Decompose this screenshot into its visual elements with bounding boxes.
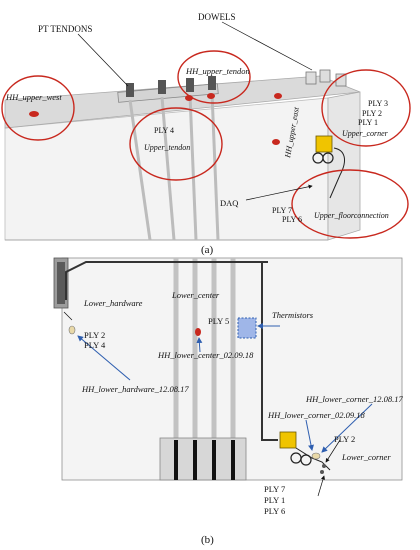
- daq-box: [315, 135, 333, 153]
- label-hh-upper-tendon: HH_upper_tendon: [185, 66, 250, 76]
- blue-arrows: [77, 323, 373, 453]
- label-ply4-a: PLY 4: [154, 126, 174, 135]
- label-hh-lower-hardware: HH_lower_hardware_12.08.17: [81, 384, 189, 394]
- sensor-markers-b: [68, 325, 326, 474]
- label-ply7-b: PLY 7: [264, 484, 285, 494]
- label-lower-hardware: Lower_hardware: [83, 298, 143, 308]
- label-hh-lower-corner-1208: HH_lower_corner_12.08.17: [305, 394, 404, 404]
- label-upper-corner: Upper_corner: [342, 129, 389, 138]
- label-ply3-a: PLY 3: [368, 99, 388, 108]
- dowels: [305, 69, 347, 87]
- tendons-b: [173, 258, 236, 470]
- label-daq: DAQ: [220, 198, 238, 208]
- label-ply2-right: PLY 2: [334, 434, 355, 444]
- label-dowels: DOWELS: [198, 12, 236, 22]
- label-hh-upper-west: HH_upper_west: [5, 92, 62, 102]
- sensor-cable: [65, 261, 278, 441]
- label-upper-floorconnection: Upper_floorconnection: [314, 211, 389, 220]
- tendons: [128, 92, 220, 241]
- label-lower-corner: Lower_corner: [341, 452, 391, 462]
- label-ply1-a: PLY 1: [358, 118, 378, 127]
- tendon-anchors: [126, 76, 216, 97]
- caption-a: (a): [201, 244, 214, 256]
- caption-b: (b): [201, 534, 214, 546]
- label-ply6-a: PLY 6: [282, 215, 302, 224]
- label-hh-lower-corner-0209: HH_lower_corner_02.09.18: [267, 410, 366, 420]
- panel-b: Lower_hardware Lower_center PLY 5 Thermi…: [53, 257, 404, 546]
- annotation-circles-a: [1, 50, 411, 239]
- thermistors-box: [237, 317, 257, 339]
- label-ply4-left: PLY 4: [84, 340, 106, 350]
- label-ply5: PLY 5: [208, 316, 229, 326]
- sensor-markers-a: [29, 93, 282, 145]
- label-pt-tendons: PT TENDONS: [38, 24, 92, 34]
- label-ply2-left: PLY 2: [84, 330, 105, 340]
- panel-a: PT TENDONS DOWELS HH_upper_west HH_upper…: [1, 12, 411, 256]
- label-upper-tendon: Upper_tendon: [144, 143, 190, 152]
- daq-box-b: [279, 431, 297, 449]
- label-ply6-b: PLY 6: [264, 506, 285, 516]
- label-ply7-a: PLY 7: [272, 206, 292, 215]
- label-lower-center: Lower_center: [171, 290, 220, 300]
- label-ply1-b: PLY 1: [264, 495, 285, 505]
- label-ply2-a: PLY 2: [362, 109, 382, 118]
- label-hh-lower-center: HH_lower_center_02.09.18: [157, 350, 254, 360]
- label-thermistors: Thermistors: [272, 310, 314, 320]
